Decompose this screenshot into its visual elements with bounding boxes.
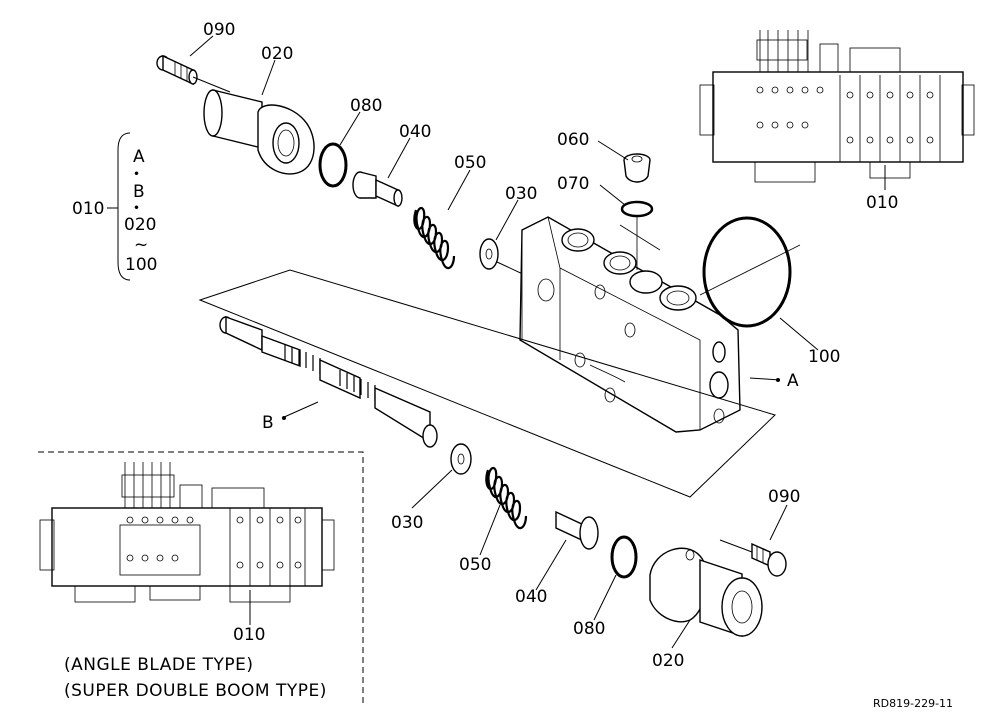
o-ring-100 bbox=[702, 216, 792, 328]
spool-B bbox=[198, 269, 776, 498]
plug-060 bbox=[623, 153, 651, 183]
bracket-line-100: 100 bbox=[125, 255, 157, 275]
spring-050-top bbox=[413, 206, 456, 270]
valve-body-A bbox=[519, 216, 741, 433]
o-ring-070 bbox=[620, 200, 654, 218]
cover-020-top bbox=[203, 89, 315, 175]
drawing-reference-number: RD819-229-11 bbox=[873, 697, 953, 710]
spring-050-bottom bbox=[485, 466, 528, 530]
callout-050-top: 050 bbox=[454, 153, 486, 173]
callout-030-top: 030 bbox=[505, 184, 537, 204]
control-valve-inset-top-right bbox=[699, 30, 975, 183]
callout-010-inset: 010 bbox=[233, 625, 265, 645]
cover-020-bottom bbox=[649, 547, 763, 637]
callout-090-bottom: 090 bbox=[768, 487, 800, 507]
callout-020-top: 020 bbox=[261, 44, 293, 64]
bracket-line-B: B bbox=[133, 182, 145, 202]
callout-010-right: 010 bbox=[866, 193, 898, 213]
bracket-line-tilde: ~ bbox=[134, 235, 148, 255]
callout-030-bottom: 030 bbox=[391, 513, 423, 533]
o-ring-080-bottom bbox=[610, 535, 638, 579]
bolt-090-bottom bbox=[751, 542, 787, 577]
callout-100: 100 bbox=[808, 347, 840, 367]
inset-caption-angle-blade: (ANGLE BLADE TYPE) bbox=[64, 655, 254, 675]
inset-box-angle-blade: 010 (ANGLE BLADE TYPE) (SUPER DOUBLE BOO… bbox=[38, 451, 364, 705]
washer-030-bottom bbox=[450, 443, 472, 475]
bracket-dot-1: ・ bbox=[128, 165, 145, 185]
callout-B: B bbox=[262, 413, 274, 433]
assembly-bracket: 010 A ・ B ・ 020 ~ 100 bbox=[72, 132, 157, 281]
callout-040-top: 040 bbox=[399, 122, 431, 142]
callout-090-top: 090 bbox=[203, 20, 235, 40]
bracket-dot-2: ・ bbox=[128, 199, 145, 219]
inset-caption-super-double-boom: (SUPER DOUBLE BOOM TYPE) bbox=[64, 681, 327, 701]
leader-lines bbox=[189, 35, 886, 649]
callout-060: 060 bbox=[557, 130, 589, 150]
stopper-040-top bbox=[352, 171, 403, 208]
bracket-label-010: 010 bbox=[72, 199, 104, 219]
callout-020-bottom: 020 bbox=[652, 651, 684, 671]
callout-070: 070 bbox=[557, 174, 589, 194]
bracket-line-020: 020 bbox=[124, 215, 156, 235]
callout-040-bottom: 040 bbox=[515, 587, 547, 607]
stopper-040-bottom bbox=[555, 510, 599, 550]
washer-030-top bbox=[479, 238, 499, 270]
bolt-090-top bbox=[156, 54, 198, 86]
o-ring-080-top bbox=[318, 142, 348, 188]
callout-050-bottom: 050 bbox=[459, 555, 491, 575]
bracket-line-A: A bbox=[133, 147, 145, 167]
callout-080-top: 080 bbox=[350, 96, 382, 116]
callout-080-bottom: 080 bbox=[573, 619, 605, 639]
callout-A: A bbox=[787, 371, 799, 391]
